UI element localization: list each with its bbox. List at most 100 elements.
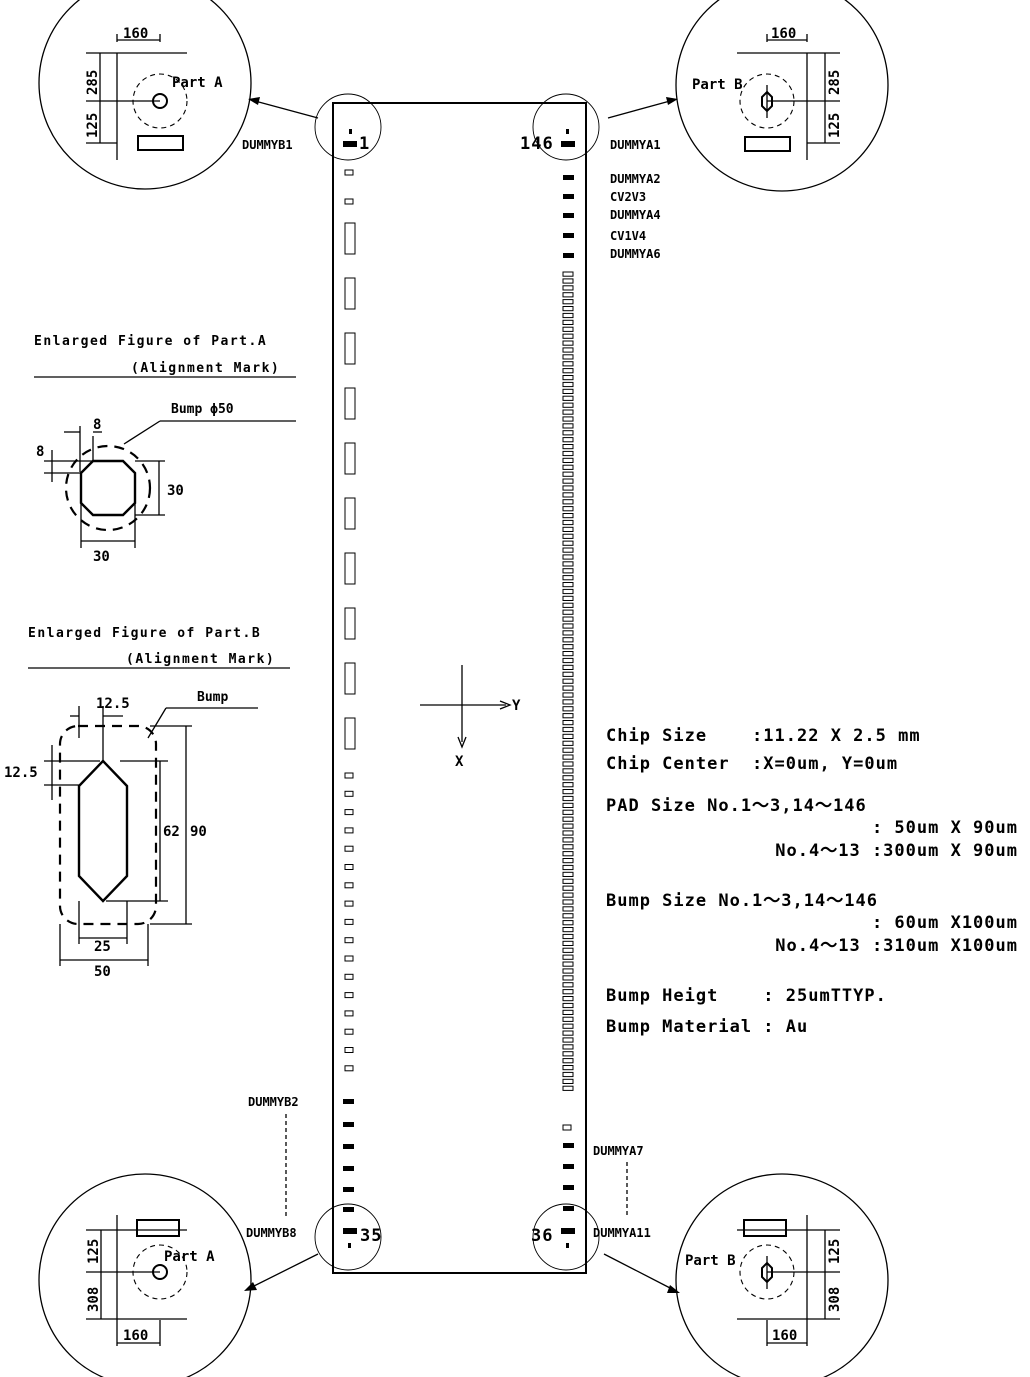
right-pad [562, 292, 574, 298]
left-dummy-pad [343, 1187, 354, 1192]
left-pad-large [344, 332, 356, 365]
spec-bump-size-3: No.4～13 :310um X100um [775, 936, 1018, 956]
right-pad [562, 271, 574, 277]
right-pad [562, 726, 574, 733]
right-pad [562, 906, 574, 912]
right-pad [562, 630, 574, 636]
right-pad [562, 644, 574, 650]
right-pad [562, 775, 574, 781]
left-pad [344, 937, 354, 944]
right-pad [562, 830, 574, 836]
left-pad [344, 918, 354, 925]
left-pad [344, 992, 354, 999]
right-pad [562, 899, 574, 905]
left-pad-large [344, 607, 356, 640]
part-b-figure [44, 706, 258, 966]
right-pad [562, 996, 574, 1002]
marker-bl-bar [343, 1228, 357, 1234]
part-b-title: Enlarged Figure of Part.B [28, 626, 261, 641]
right-pad [562, 347, 574, 353]
right-pad [562, 368, 574, 374]
right-pad [562, 802, 574, 808]
label-top-right-4: CV1V4 [610, 229, 646, 243]
part-b-dim-top: 12.5 [96, 696, 130, 712]
right-pad [562, 927, 574, 933]
right-pad [562, 1009, 574, 1015]
callout-tl-dim-width: 160 [123, 26, 148, 42]
right-pad [562, 533, 574, 539]
left-pad [344, 973, 354, 980]
left-pad-large [344, 552, 356, 585]
marker-tr-bar [561, 141, 575, 147]
right-pad [562, 871, 574, 877]
right-pad [562, 485, 574, 491]
callout-bl-part: Part A [164, 1249, 215, 1265]
marker-tl-bar [343, 141, 357, 147]
right-pad [562, 1016, 574, 1022]
right-pad [562, 920, 574, 926]
right-pad [562, 720, 574, 726]
callout-br-dim-upper: 125 [827, 1239, 843, 1264]
arrow-to-br-callout [603, 1253, 680, 1293]
label-top-right-1: DUMMYA2 [610, 172, 661, 186]
right-dummy-pad [563, 1143, 574, 1148]
marker-br-dot [566, 1243, 569, 1248]
right-pad [562, 416, 574, 422]
corner-circle-bl [314, 1203, 382, 1271]
right-pad [562, 299, 574, 305]
spec-bump-size-1: Bump Size No.1～3,14～146 [606, 891, 878, 911]
spec-block: Chip Size :11.22 X 2.5 mm Chip Center :X… [606, 726, 1018, 1037]
part-b-dim-inner-w: 25 [94, 939, 111, 955]
right-pad [562, 1071, 574, 1078]
right-pad [562, 457, 574, 463]
label-list-top-right: DUMMYA1 DUMMYA2 CV2V3 DUMMYA4 CV1V4 DUMM… [610, 138, 661, 261]
right-pad [562, 1023, 574, 1029]
callout-br-part: Part B [685, 1253, 736, 1269]
right-pad [562, 395, 574, 401]
marker-tl-dot [349, 129, 352, 134]
right-pad [562, 375, 574, 381]
right-pad [562, 851, 574, 857]
part-a-bump-label: Bump ϕ50 [171, 402, 234, 417]
right-pad [562, 823, 574, 829]
left-pad [344, 1010, 354, 1017]
part-b-dim-outer-h: 90 [190, 824, 207, 840]
right-pad [562, 733, 574, 739]
spec-pad-size-3: No.4～13 :300um X 90um [775, 841, 1018, 861]
right-pad [562, 326, 574, 332]
callout-tr-dim-width: 160 [771, 26, 796, 42]
callout-bl-dim-width: 160 [123, 1328, 148, 1344]
right-pad [562, 561, 574, 567]
left-dummy-pad [343, 1166, 354, 1171]
right-pad [562, 685, 574, 691]
right-dummy-pad [563, 233, 574, 238]
right-pad [562, 1124, 572, 1131]
spec-bump-material: Bump Material : Au [606, 1017, 808, 1037]
right-pad [562, 602, 574, 608]
callout-tr-part: Part B [692, 77, 743, 93]
pad-number-bottom-right: 36 [531, 1226, 553, 1246]
left-pad [344, 882, 354, 889]
right-pad [562, 761, 574, 767]
corner-circle-tl [314, 93, 382, 161]
axis-x-label: X [455, 754, 464, 770]
right-pad [562, 595, 574, 601]
right-pad [562, 409, 574, 415]
part-b-dim-side: 12.5 [4, 765, 38, 781]
right-pad [562, 740, 574, 746]
left-pad [344, 169, 354, 176]
right-dummy-pad [563, 1185, 574, 1190]
right-pad [562, 430, 574, 436]
right-pad [562, 754, 574, 760]
callout-top-left [38, 0, 252, 190]
right-pad [562, 989, 574, 995]
right-pad [562, 664, 574, 670]
right-pad [562, 388, 574, 394]
part-b-dim-inner-h: 62 [163, 824, 180, 840]
marker-tr-dot [566, 129, 569, 134]
part-b-bump-label: Bump [197, 690, 228, 705]
axis-cross [420, 665, 512, 749]
right-dummy-pad [563, 194, 574, 199]
right-pad [562, 1085, 574, 1091]
